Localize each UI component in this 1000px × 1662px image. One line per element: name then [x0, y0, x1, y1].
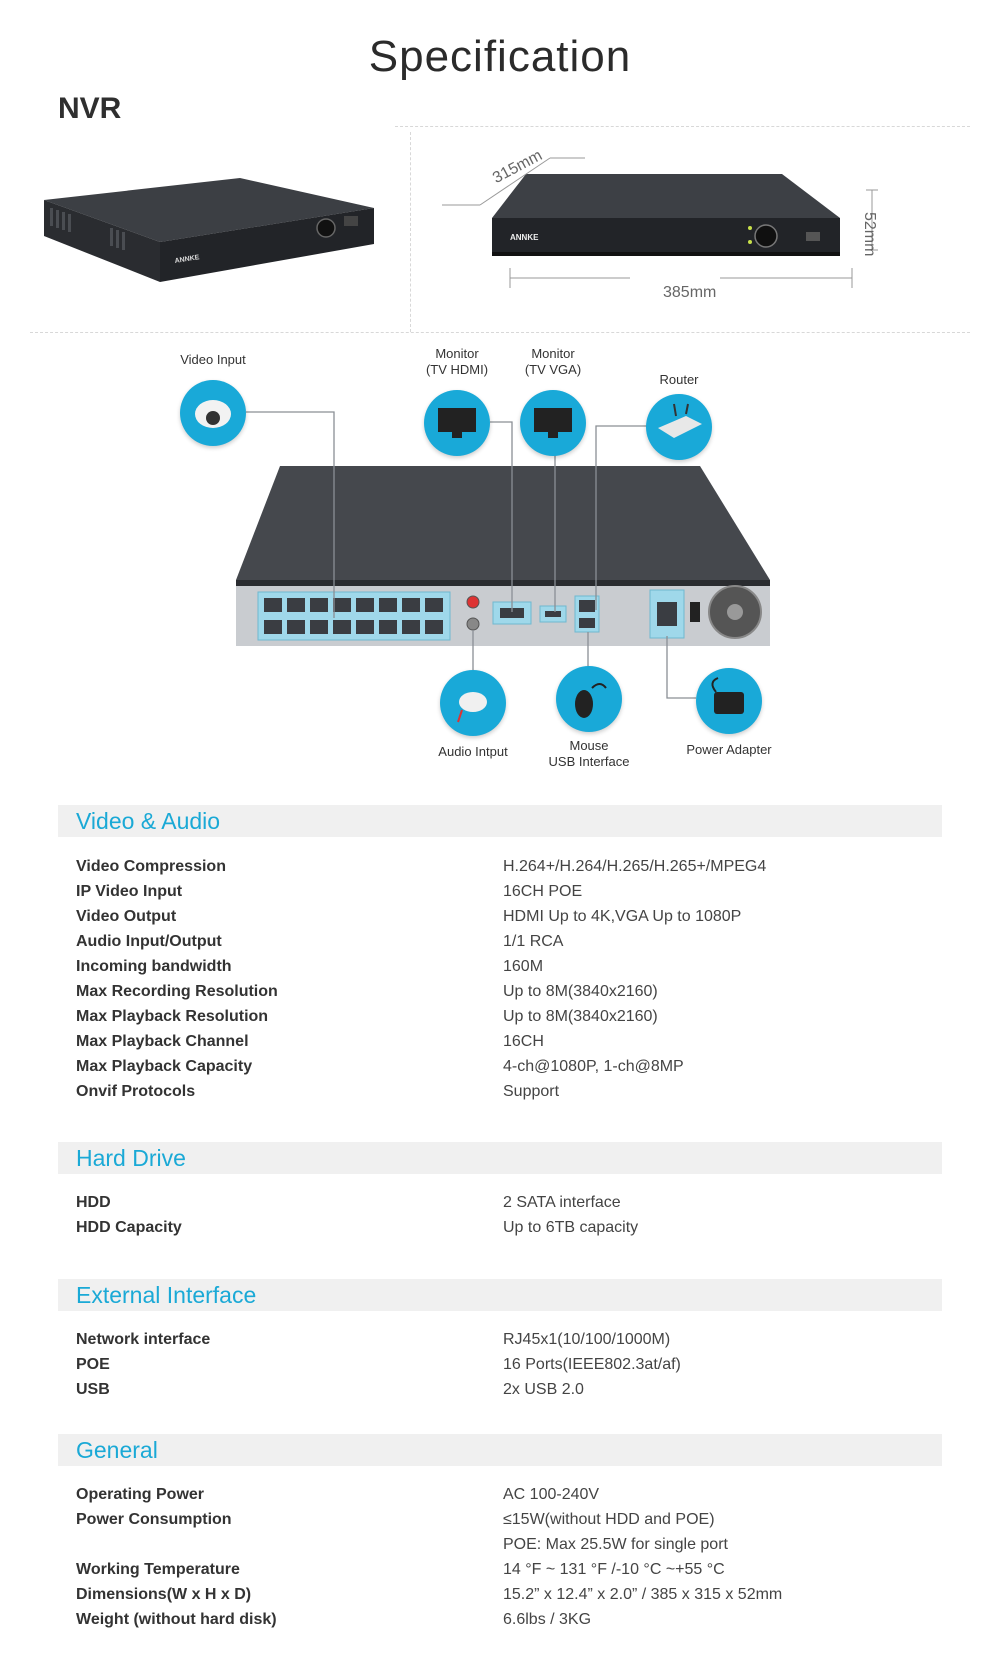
divider-top — [395, 126, 970, 127]
page-title: Specification — [368, 32, 632, 81]
dimension-height: 52mm — [861, 212, 878, 257]
label-monitor-hdmi: Monitor (TV HDMI) — [425, 346, 489, 377]
spec-row: POE: Max 25.5W for single port — [503, 1536, 728, 1553]
section-general: General — [58, 1434, 942, 1466]
dimension-width: 385mm — [663, 284, 717, 301]
nvr-front-image: ANNKE — [492, 174, 840, 256]
poe-ports — [257, 591, 451, 641]
section-external-interface: External Interface — [58, 1279, 942, 1311]
section-video-audio: Video & Audio — [58, 805, 942, 837]
spec-row: Weight (without hard disk)6.6lbs / 3KG — [76, 1611, 592, 1628]
microphone-icon — [440, 670, 506, 736]
divider-vertical — [410, 132, 411, 332]
router-icon — [646, 394, 712, 460]
monitor-vga-icon — [520, 390, 586, 456]
connection-diagram: Video Input Monitor (TV HDMI) Monitor (T… — [0, 340, 1000, 780]
label-video-input: Video Input — [180, 352, 246, 367]
spec-row: Power Consumption≤15W(without HDD and PO… — [76, 1511, 715, 1528]
label-mouse: Mouse USB Interface — [548, 738, 630, 769]
section-hard-drive: Hard Drive — [58, 1142, 942, 1174]
monitor-hdmi-icon — [424, 390, 490, 456]
product-label: NVR — [58, 92, 122, 125]
label-router: Router — [659, 372, 699, 387]
nvr-perspective-image: ANNKE — [44, 178, 374, 282]
label-monitor-vga: Monitor (TV VGA) — [524, 346, 582, 377]
nvr-rear-top — [236, 466, 770, 580]
mouse-icon — [556, 666, 622, 732]
label-audio-input: Audio Intput — [438, 744, 508, 759]
dimension-lines — [442, 157, 878, 288]
label-power-adapter: Power Adapter — [686, 742, 772, 757]
spec-row: Dimensions(W x H x D)15.2” x 12.4” x 2.0… — [76, 1586, 783, 1603]
power-adapter-icon — [696, 668, 762, 734]
brand-logo-right: ANNKE — [510, 233, 539, 242]
divider-bottom — [30, 332, 970, 333]
camera-icon — [180, 380, 246, 446]
brand-logo-left: ANNKE — [174, 254, 200, 265]
